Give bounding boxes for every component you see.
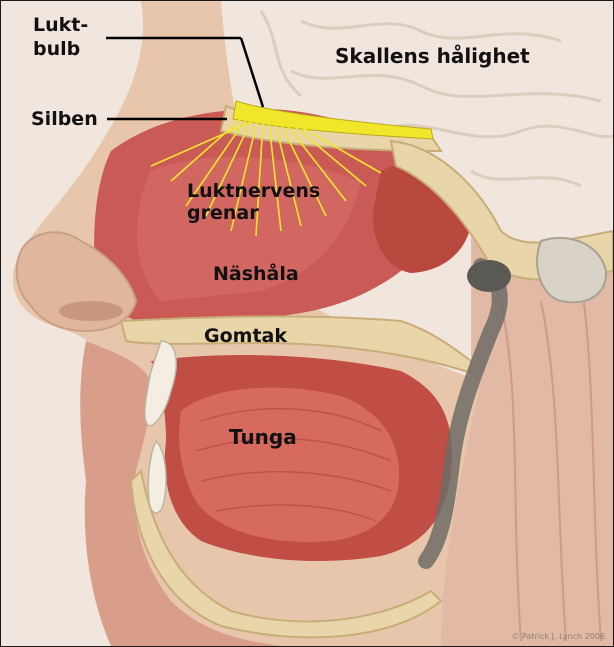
label-grenar: grenar: [187, 202, 259, 224]
tube-opening: [467, 260, 511, 292]
label-luktnervens: Luktnervens: [187, 180, 321, 202]
mandible: [129, 468, 443, 639]
brain-folds: [259, 10, 613, 188]
lower-incisor: [147, 439, 167, 514]
pharynx-tube: [418, 258, 508, 569]
lip-muscles: [80, 341, 281, 646]
label-tunga: Tunga: [229, 425, 297, 449]
neck-tissue: [421, 231, 613, 646]
label-skallens-halighet: Skallens hålighet: [335, 44, 530, 68]
leader-line-luktbulb-v: [239, 37, 265, 108]
olfactory-nerve-branches: [150, 118, 382, 237]
tongue: [179, 387, 400, 542]
upper-incisor: [144, 340, 177, 427]
label-luktbulb-line1: Lukt-: [33, 14, 89, 36]
label-nashala: Näshåla: [213, 263, 299, 285]
neck-muscle-fibers: [500, 280, 602, 642]
nasal-cavity-highlight: [137, 157, 361, 301]
temporal-bone: [536, 236, 608, 304]
label-gomtak: Gomtak: [204, 325, 287, 347]
label-silben: Silben: [31, 108, 98, 130]
copyright-credit: © Patrick J. Lynch 2006: [511, 632, 605, 641]
label-luktbulb-line2: bulb: [33, 38, 81, 60]
tongue-fibers: [195, 407, 392, 522]
nostril: [59, 301, 123, 321]
